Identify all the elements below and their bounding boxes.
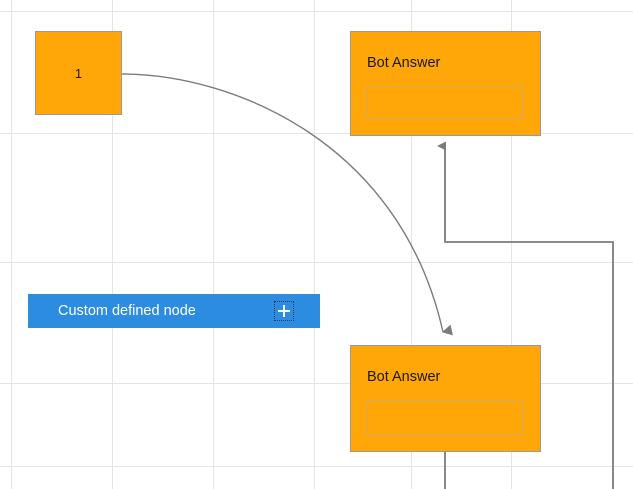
node-start[interactable]: 1: [35, 31, 122, 115]
node-bot-answer-title: Bot Answer: [367, 369, 441, 385]
node-bot-answer-slot[interactable]: [367, 401, 523, 436]
node-bot-answer-slot[interactable]: [367, 86, 523, 119]
custom-defined-node-chip[interactable]: Custom defined node: [28, 294, 320, 328]
custom-defined-node-label: Custom defined node: [58, 302, 196, 319]
node-start-label: 1: [74, 65, 83, 81]
plus-icon-vertical-bar: [283, 305, 285, 317]
plus-icon[interactable]: [274, 301, 294, 321]
node-bot-answer-1[interactable]: Bot Answer: [350, 31, 541, 136]
node-bot-answer-2[interactable]: Bot Answer: [350, 345, 541, 452]
node-bot-answer-title: Bot Answer: [367, 55, 441, 71]
